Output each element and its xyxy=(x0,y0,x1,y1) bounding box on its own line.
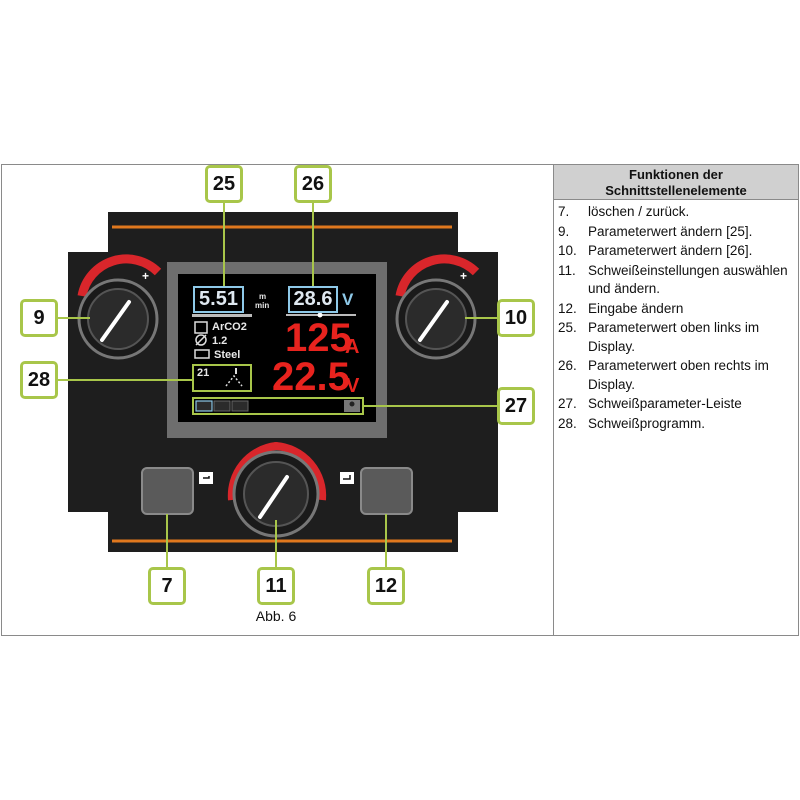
enter-icon xyxy=(340,472,354,484)
volt-value-box: 28.6 xyxy=(288,286,338,313)
back-button[interactable] xyxy=(141,467,194,515)
knob-right[interactable]: + xyxy=(395,254,480,360)
callout-7: 7 xyxy=(148,567,186,605)
volt-unit: V xyxy=(342,290,354,309)
svg-text:+: + xyxy=(460,269,467,283)
callout-26: 26 xyxy=(294,165,332,203)
legend-item: 10.Parameterwert ändern [26]. xyxy=(558,243,753,258)
legend-item: 27.Schweißparameter-Leiste xyxy=(558,396,742,411)
callout-12: 12 xyxy=(367,567,405,605)
legend-item: 25.Parameterwert oben links im Display. xyxy=(558,320,760,354)
current-unit: A xyxy=(345,336,360,358)
legend-title-line2: Schnittstellenelemente xyxy=(605,183,747,198)
callout-27: 27 xyxy=(497,387,535,425)
knob-center[interactable] xyxy=(227,442,327,538)
legend-item: 12.Eingabe ändern xyxy=(558,300,684,316)
legend-header: Funktionen der Schnittstellenelemente xyxy=(554,165,798,200)
legend-item: 9.Parameterwert ändern [25]. xyxy=(558,223,753,239)
callout-11: 11 xyxy=(257,567,295,605)
knob-left[interactable]: + xyxy=(77,254,162,360)
control-panel: + + xyxy=(57,202,498,568)
callout-25: 25 xyxy=(205,165,243,203)
legend-item: 26.Parameterwert oben rechts im Display. xyxy=(558,358,769,392)
callout-9: 9 xyxy=(20,299,58,337)
gas-label: ArCO2 xyxy=(212,321,247,333)
callout-10: 10 xyxy=(497,299,535,337)
material-icon xyxy=(194,349,210,359)
wfs-unit-bottom: min xyxy=(255,301,270,310)
wire-diameter-label: 1.2 xyxy=(212,335,228,347)
material-label: Steel xyxy=(214,349,241,361)
legend-item: 11.Schweißeinstellungen auswählen und än… xyxy=(558,262,788,297)
legend-item: 28.Schweißprogramm. xyxy=(558,415,706,431)
program-box xyxy=(192,364,252,392)
current-value: 125 xyxy=(285,316,352,360)
frame-divider xyxy=(553,164,554,636)
legend-item: 7.löschen / zurück. xyxy=(558,204,690,219)
torch-icon xyxy=(225,368,243,387)
wfs-unit-top: m xyxy=(259,292,267,301)
voltage-value: 22.5 xyxy=(272,355,350,399)
legend-list: 7.löschen / zurück. 9.Parameterwert ände… xyxy=(558,203,796,434)
legend-title-line1: Funktionen der xyxy=(629,167,723,182)
enter-button[interactable] xyxy=(360,467,413,515)
gas-bottle-icon xyxy=(194,321,208,334)
figure-caption: Abb. 6 xyxy=(255,608,297,624)
svg-text:+: + xyxy=(142,269,149,283)
wfs-value-box: 5.51 xyxy=(193,286,244,313)
callout-28: 28 xyxy=(20,361,58,399)
program-number: 21 xyxy=(197,367,210,379)
voltage-unit: V xyxy=(346,375,360,397)
diameter-icon xyxy=(195,334,207,346)
